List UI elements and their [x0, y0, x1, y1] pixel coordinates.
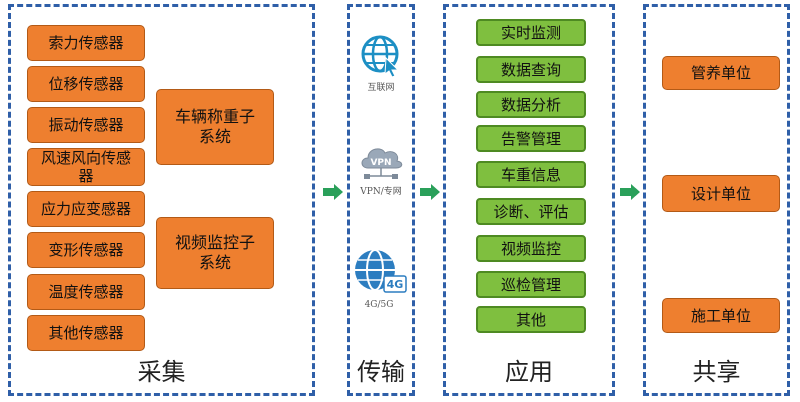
arrow-right-icon	[323, 184, 343, 200]
sensor-box: 位移传感器	[27, 66, 145, 102]
sensor-box: 风速风向传感器	[27, 148, 145, 186]
app-item: 数据查询	[476, 56, 586, 83]
share-item: 设计单位	[662, 175, 780, 212]
transmit-panel	[347, 4, 415, 396]
subsystem-box: 车辆称重子系统	[156, 89, 274, 165]
app-item: 巡检管理	[476, 271, 586, 298]
app-item: 数据分析	[476, 91, 586, 118]
svg-text:VPN: VPN	[370, 158, 391, 168]
app-item: 其他	[476, 306, 586, 333]
sensor-box: 振动传感器	[27, 107, 145, 143]
app-item: 视频监控	[476, 235, 586, 262]
share-item: 施工单位	[662, 298, 780, 333]
vpn-cloud-icon: VPN	[361, 148, 403, 179]
share-item: 管养单位	[662, 56, 780, 90]
subsystem-box: 视频监控子系统	[156, 217, 274, 289]
collect-title: 采集	[137, 358, 186, 386]
transmit-label: 互联网	[367, 83, 395, 93]
app-item: 诊断、评估	[476, 198, 586, 225]
arrow-right-icon	[620, 184, 640, 200]
apply-title: 应用	[505, 358, 553, 386]
sensor-box: 其他传感器	[27, 315, 145, 351]
transmit-internet: 互联网	[355, 32, 407, 93]
sensor-box: 应力应变感器	[27, 191, 145, 227]
collect-panel	[8, 4, 315, 396]
globe-4g-icon: 4G	[355, 249, 407, 293]
transmit-label: 4G/5G	[364, 300, 394, 310]
sensor-box: 温度传感器	[27, 274, 145, 310]
apply-panel	[443, 4, 615, 396]
share-title: 共享	[692, 358, 741, 386]
sensor-box: 索力传感器	[27, 25, 145, 61]
app-item: 车重信息	[476, 161, 586, 188]
transmit-label: VPN/专网	[360, 187, 402, 197]
globe-cursor-icon	[361, 35, 400, 78]
app-item: 告警管理	[476, 125, 586, 152]
app-item: 实时监测	[476, 19, 586, 46]
arrow-right-icon	[420, 184, 440, 200]
transmit-vpn: VPN VPN/专网	[355, 140, 407, 197]
share-panel	[643, 4, 790, 396]
badge-4g: 4G	[387, 278, 404, 291]
sensor-box: 变形传感器	[27, 232, 145, 268]
transmit-title: 传输	[357, 358, 405, 386]
transmit-4g5g: 4G 4G/5G	[353, 246, 407, 310]
